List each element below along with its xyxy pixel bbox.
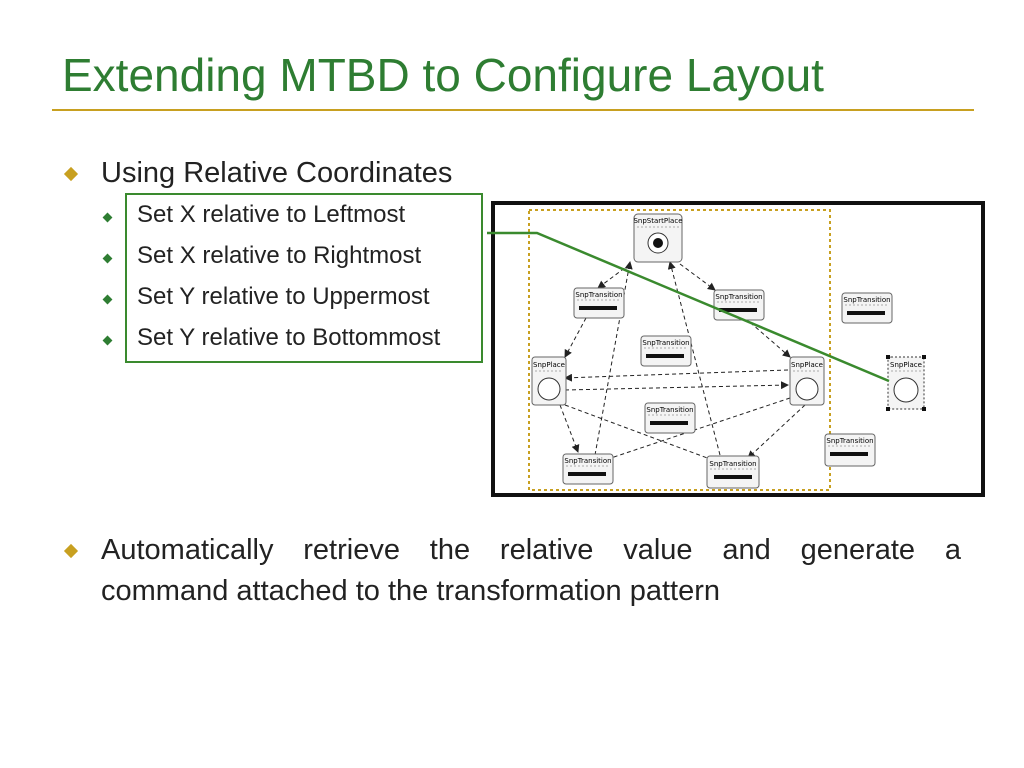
bullet-relative-coordinates: Using Relative Coordinates — [101, 157, 453, 189]
node-transition: SnpTransition — [706, 455, 760, 489]
node-label: SnpTransition — [642, 339, 689, 347]
node-place-selected: SnpPlace — [886, 355, 926, 411]
node-label: SnpPlace — [533, 361, 565, 369]
node-start-place: SnpStartPlace — [633, 213, 683, 263]
sub-item-rightmost: Set X relative to Rightmost — [137, 242, 422, 269]
petri-net-diagram: SnpStartPlace SnpTransition SnpTransitio… — [491, 201, 985, 497]
bullet-text-line: command attached to the transformation p… — [101, 575, 721, 607]
node-label: SnpTransition — [575, 291, 622, 299]
node-label: SnpTransition — [826, 437, 873, 445]
selection-region — [528, 209, 831, 491]
node-label: SnpTransition — [709, 460, 756, 468]
node-place: SnpPlace — [789, 356, 825, 406]
sub-item-leftmost: Set X relative to Leftmost — [137, 201, 406, 228]
bullet-text-line: Automatically retrieve the relative valu… — [101, 534, 961, 566]
node-label: SnpTransition — [843, 296, 890, 304]
bullet-retrieve-value: Automatically retrieve the relative valu… — [101, 530, 961, 612]
sub-item-uppermost: Set Y relative to Uppermost — [137, 283, 430, 310]
node-place: SnpPlace — [531, 356, 567, 406]
node-transition: SnpTransition — [824, 433, 876, 467]
node-label: SnpTransition — [715, 293, 762, 301]
node-label: SnpPlace — [791, 361, 823, 369]
node-transition: SnpTransition — [573, 287, 625, 319]
node-label: SnpTransition — [646, 406, 693, 414]
node-label: SnpPlace — [890, 361, 922, 369]
highlight-box — [125, 193, 483, 363]
node-transition: SnpTransition — [841, 292, 893, 324]
node-transition: SnpTransition — [640, 335, 692, 367]
sub-item-bottommost: Set Y relative to Bottommost — [137, 324, 441, 351]
title-divider — [52, 109, 974, 111]
slide-title: Extending MTBD to Configure Layout — [62, 49, 824, 101]
node-transition: SnpTransition — [562, 453, 614, 485]
node-label: SnpStartPlace — [633, 217, 682, 225]
node-label: SnpTransition — [564, 457, 611, 465]
node-transition: SnpTransition — [644, 402, 696, 434]
